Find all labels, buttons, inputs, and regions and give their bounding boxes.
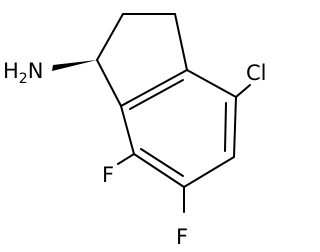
amine-hydrogen-label: H [3, 59, 19, 83]
amine-label: H2N [3, 59, 43, 87]
bond-c7a-c1 [96, 59, 122, 107]
bond-c4-c5-double-inner [224, 102, 227, 152]
amine-nitrogen-label: N [28, 59, 44, 83]
chlorine-label: Cl [246, 61, 267, 85]
bond-c4-cl [235, 84, 251, 98]
bond-c3-c3a [174, 13, 188, 71]
fluorine-label-top: F [102, 163, 114, 187]
stereo-wedge-bond [52, 60, 97, 71]
bond-c6-c7-double-outer [133, 153, 185, 188]
bond-c7-c7a [120, 105, 135, 155]
fluorine-label-bottom: F [176, 225, 188, 249]
bond-c6-c7-double-inner [140, 148, 184, 177]
bond-c7-f [117, 153, 135, 165]
bond-c4-c5-double-outer [233, 96, 237, 158]
chemical-structure: H2N Cl F F [3, 13, 267, 249]
bond-c1-c2 [96, 13, 124, 61]
bond-c5-c6 [183, 156, 235, 188]
bond-c3a-c7a [120, 69, 188, 107]
bond-c3a-c4 [186, 69, 237, 98]
amine-hydrogen-count: 2 [19, 71, 28, 87]
bond-c3a-c7a-double-inner [129, 79, 184, 110]
